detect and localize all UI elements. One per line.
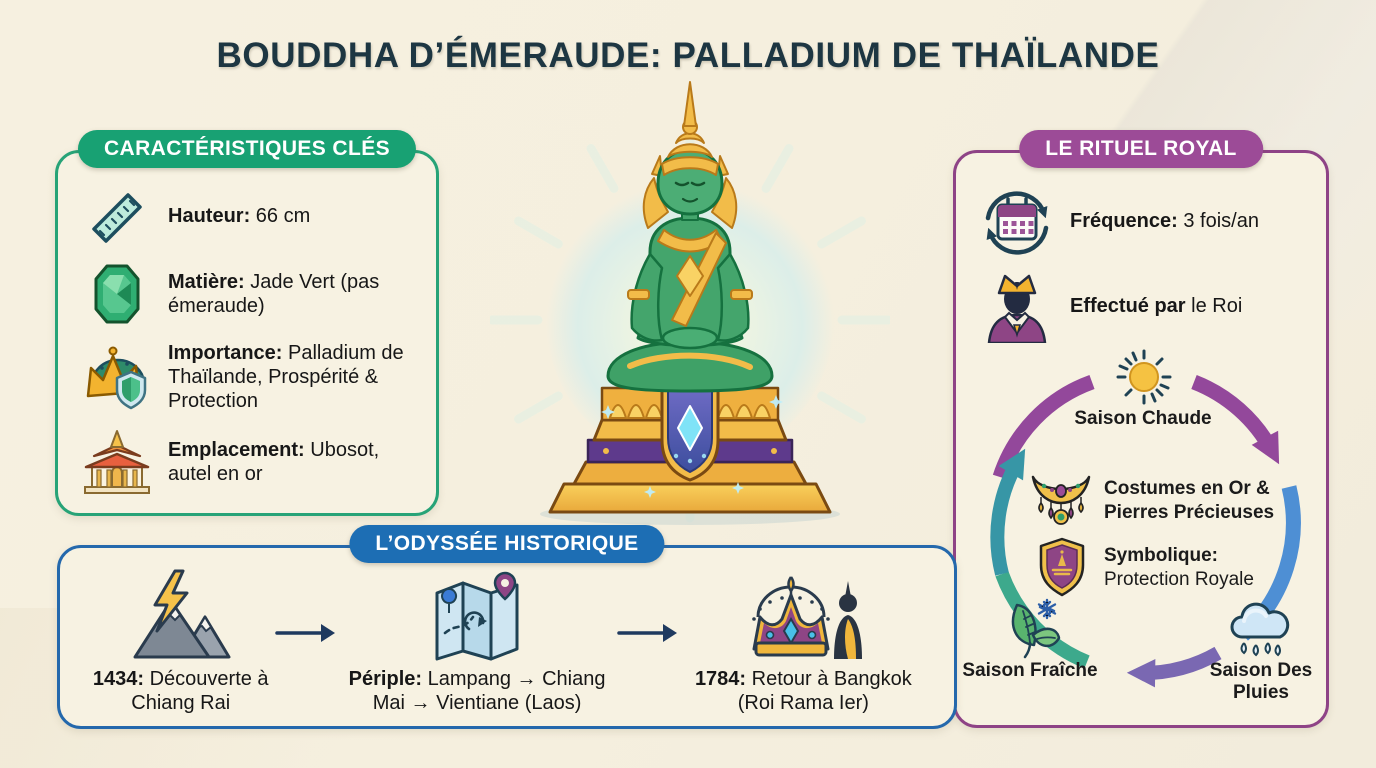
royal-ritual-header: LE RITUEL ROYAL (1019, 130, 1263, 168)
key-characteristics-panel: CARACTÉRISTIQUES CLÉS Hauteur: 66 cm (55, 130, 439, 516)
buddha-figure (606, 81, 774, 393)
journey-step-1434: 1434: Découverte à Chiang Rai (86, 565, 275, 716)
item-text: Effectué par le Roi (1070, 295, 1243, 317)
leaves-snowflake-icon (997, 597, 1063, 666)
buddha-silhouette (834, 581, 863, 659)
pedestal (548, 380, 832, 514)
journey-step-1784: 1784: Retour à Bangkok (Roi Rama Ier) (679, 565, 928, 716)
list-item-height: Hauteur: 66 cm (76, 185, 422, 247)
temple-icon (76, 429, 158, 495)
royal-ritual-panel: LE RITUEL ROYAL (953, 130, 1329, 728)
costumes-text: Costumes en Or & Pierres Précieuses (1104, 478, 1275, 524)
step-text: 1784: Retour à Bangkok (Roi Rama Ier) (694, 668, 912, 715)
historic-odyssey-panel: L’ODYSSÉE HISTORIQUE 1434: Découverte à … (57, 525, 957, 729)
item-text: Emplacement: Ubosot, autel en or (168, 439, 380, 485)
royal-shield-icon (1035, 536, 1089, 603)
ruler-icon (76, 185, 158, 247)
season-rainy-label: Saison Des Pluies (1209, 660, 1313, 703)
king-icon (976, 269, 1058, 343)
step-text: 1434: Découverte à Chiang Rai (92, 668, 269, 715)
crown-buddha-icon (744, 565, 863, 663)
emerald-buddha-illustration (490, 81, 890, 525)
list-item-material: Matière: Jade Vert (pas émeraude) (76, 263, 422, 325)
item-text: Hauteur: 66 cm (168, 205, 311, 227)
map-route-icon (427, 565, 527, 663)
historic-odyssey-header: L’ODYSSÉE HISTORIQUE (349, 525, 665, 563)
rain-cloud-icon (1228, 599, 1294, 664)
mountain-lightning-icon (129, 565, 233, 663)
sparkles (601, 395, 783, 498)
key-characteristics-list: Hauteur: 66 cm Matière: Jade Vert (pas é… (76, 185, 422, 495)
item-text: Importance: Palladium de Thaïlande, Pros… (168, 342, 404, 412)
page-title: BOUDDHA D’ÉMERAUDE: PALLADIUM DE THAÏLAN… (216, 36, 1160, 75)
emerald-icon (76, 263, 158, 325)
sun-icon (1115, 348, 1173, 411)
list-item-performed-by: Effectué par le Roi (976, 269, 1306, 343)
symbolique-text: Symbolique: Protection Royale (1104, 545, 1254, 591)
season-cool-label: Saison Fraîche (962, 660, 1098, 681)
item-text: Fréquence: 3 fois/an (1070, 210, 1259, 232)
arrow-right-icon (616, 624, 677, 642)
list-item-location: Emplacement: Ubosot, autel en or (76, 429, 422, 495)
journey-timeline: 1434: Découverte à Chiang Rai (86, 565, 928, 716)
list-item-frequency: Fréquence: 3 fois/an (976, 181, 1306, 261)
seasonal-cycle-diagram: Saison Chaude (956, 348, 1326, 725)
arrow-right-icon (275, 624, 336, 642)
step-text: Périple: Lampang → Chiang Mai → Vientian… (348, 668, 606, 715)
calendar-cycle-icon (976, 181, 1058, 261)
season-hot-label: Saison Chaude (1074, 408, 1212, 429)
key-characteristics-header: CARACTÉRISTIQUES CLÉS (77, 130, 417, 168)
necklace-icon (1027, 469, 1095, 534)
list-item-importance: Importance: Palladium de Thaïlande, Pros… (76, 341, 422, 413)
item-text: Matière: Jade Vert (pas émeraude) (168, 271, 380, 317)
journey-step-periple: Périple: Lampang → Chiang Mai → Vientian… (337, 565, 616, 716)
crown-shield-icon (76, 342, 158, 412)
